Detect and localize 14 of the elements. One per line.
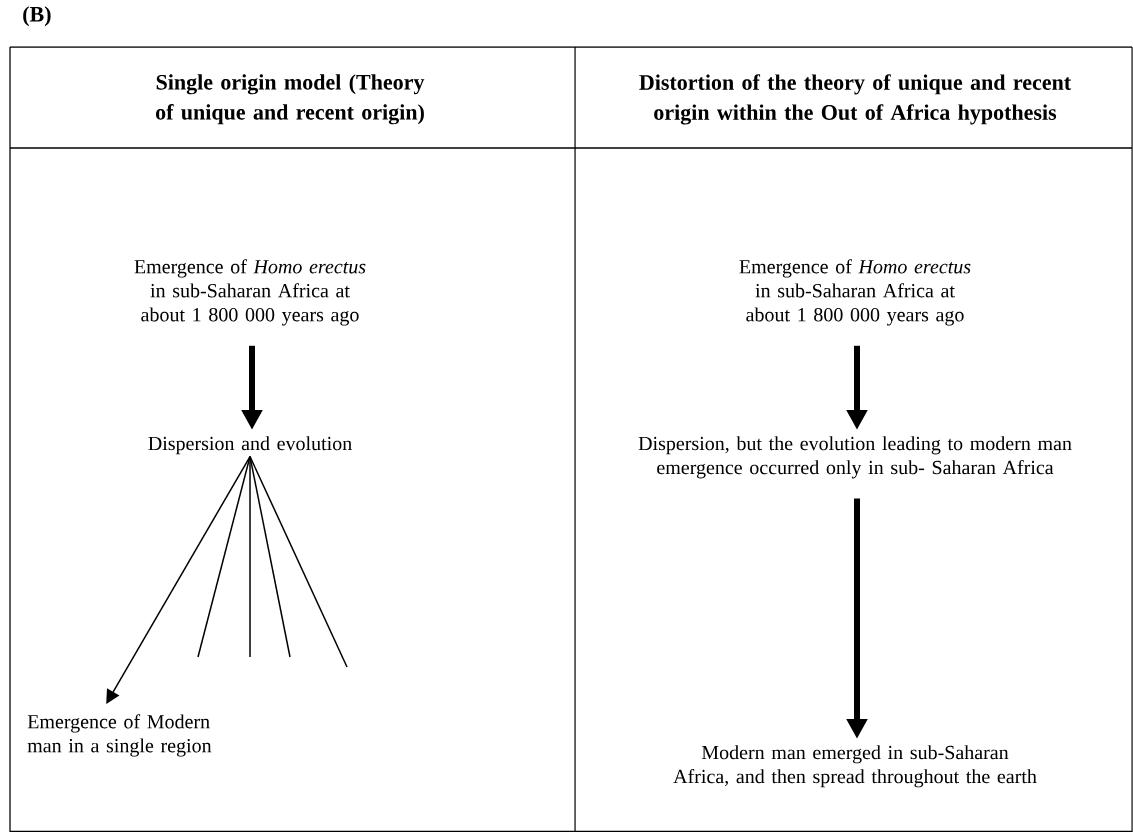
branch-line	[197, 455, 251, 658]
stage-text: Emergence of Homo erectus in sub-Saharan Africa at about 1 800 000 years ago	[739, 259, 971, 326]
branch-line	[249, 455, 291, 658]
column-header: Distortion of the theory of unique and recent origin within the Out of Africa hypothesis	[639, 74, 1072, 125]
arrow	[106, 455, 251, 704]
branch-line	[249, 455, 251, 658]
column-header: Single origin model (Theory of unique and recent origin)	[156, 74, 425, 125]
branch-line	[249, 455, 348, 668]
stage-text: Emergence of Modern man in a single region	[27, 714, 212, 757]
stage-text: Dispersion, but the evolution leading to modern man emergence occurred only in sub- Saharan Africa	[638, 436, 1072, 479]
stage-text: Modern man emerged in sub-Saharan Africa, and then spread throughout the earth	[673, 745, 1037, 788]
panel-label: (B)	[23, 6, 51, 27]
stage-text: Dispersion and evolution	[148, 436, 352, 455]
stage-text: Emergence of Homo erectus in sub-Saharan Africa at about 1 800 000 years ago	[134, 259, 366, 326]
